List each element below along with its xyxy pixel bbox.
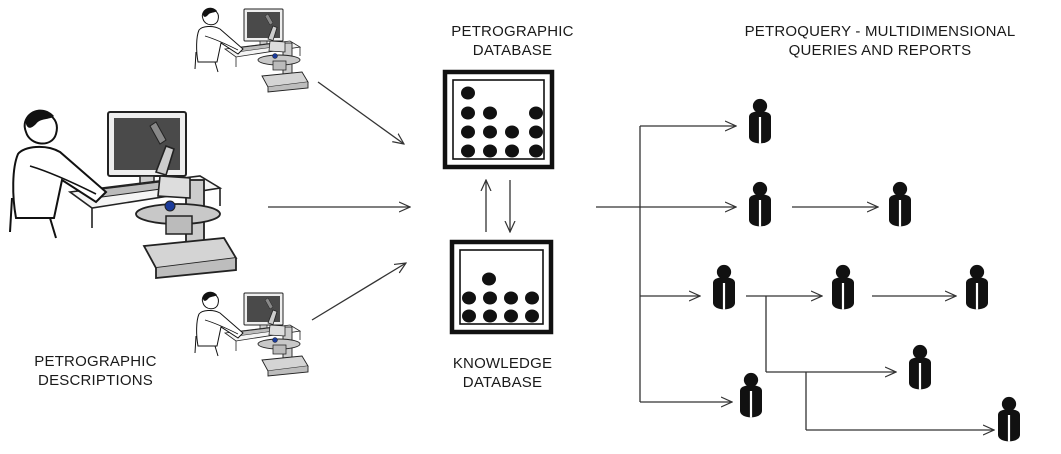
petrographic-descriptions-label-line1: PETROGRAPHIC — [34, 353, 157, 370]
petrographic-database-label-line1: PETROGRAPHIC — [451, 23, 574, 40]
user-icon — [998, 396, 1020, 442]
user-icon — [832, 264, 854, 310]
operator-workstation-main-icon — [9, 108, 237, 279]
query-tree — [596, 126, 994, 430]
knowledge-database-label: KNOWLEDGE DATABASE — [420, 354, 585, 392]
knowledge-database-label-line1: KNOWLEDGE — [452, 355, 553, 372]
operator-workstation-bottom-icon — [194, 291, 309, 377]
arrow-bottom-operator-to-db — [311, 263, 406, 321]
knowledge-database-label-line2: DATABASE — [462, 374, 543, 391]
user-icon — [749, 98, 771, 144]
arrow-top-operator-to-db — [317, 81, 404, 144]
petroquery-label: PETROQUERY - MULTIDIMENSIONAL QUERIES AN… — [700, 22, 1060, 60]
user-icon — [909, 344, 931, 390]
petrographic-database-label: PETROGRAPHIC DATABASE — [430, 22, 595, 60]
petroquery-label-line1: PETROQUERY - MULTIDIMENSIONAL — [744, 23, 1016, 40]
petrographic-descriptions-label-line2: DESCRIPTIONS — [38, 372, 153, 389]
petroquery-label-line2: QUERIES AND REPORTS — [788, 42, 972, 59]
user-icon — [713, 264, 735, 310]
user-icon — [740, 372, 762, 418]
petrographic-database-label-line2: DATABASE — [472, 42, 553, 59]
petrographic-database-icon — [442, 69, 555, 170]
user-icon — [889, 181, 911, 227]
user-icon — [749, 181, 771, 227]
knowledge-database-icon — [449, 239, 554, 335]
user-icon — [966, 264, 988, 310]
petrographic-descriptions-label: PETROGRAPHIC DESCRIPTIONS — [8, 352, 183, 390]
operator-workstation-top-icon — [194, 7, 309, 93]
